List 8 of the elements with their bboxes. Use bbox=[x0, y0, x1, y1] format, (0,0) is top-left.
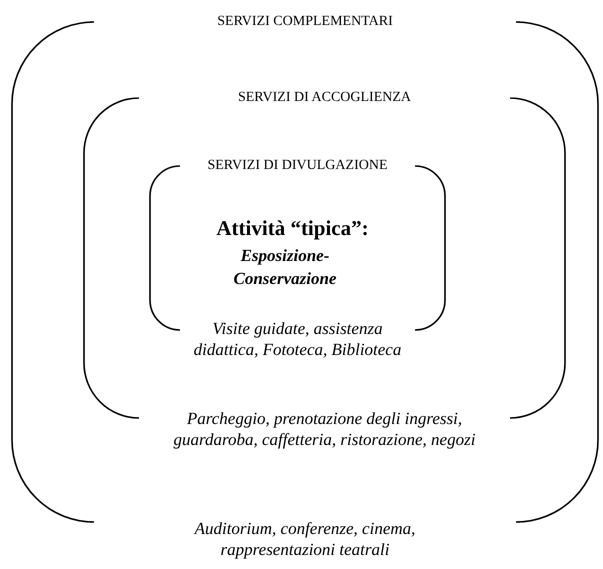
group-heading: SERVIZI DI ACCOGLIENZA bbox=[236, 90, 412, 106]
service-list: Parcheggio, prenotazione degli ingressi, guardaroba, caffetteria, ristorazione, negozi bbox=[160, 408, 490, 450]
service-list: Visite guidate, assistenza didattica, Fototeca, Biblioteca bbox=[192, 318, 402, 360]
core-activity-text: Esposizione-Conservazione bbox=[232, 245, 338, 290]
group-heading: SERVIZI DI DIVULGAZIONE bbox=[206, 158, 389, 174]
core-activity-title: Attività “tipica”: bbox=[215, 216, 370, 240]
service-list: Auditorium, conferenze, cinema, rappresentazioni teatrali bbox=[160, 518, 450, 560]
group-heading: SERVIZI COMPLEMENTARI bbox=[216, 14, 394, 30]
